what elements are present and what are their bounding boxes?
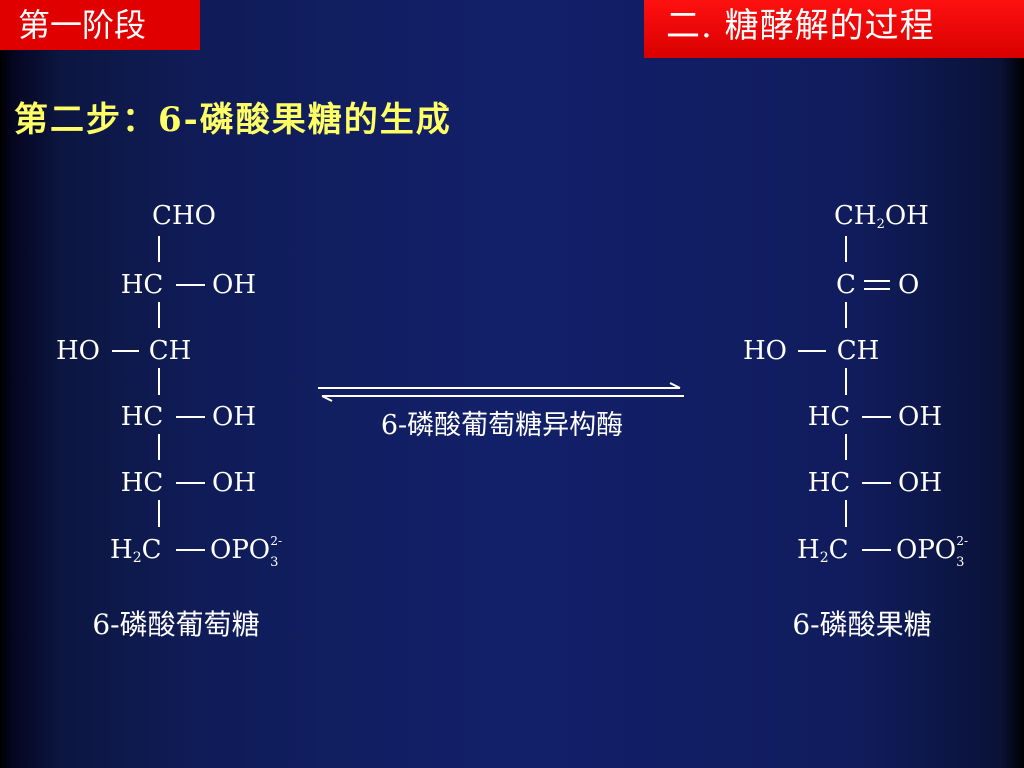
reactant-name: 6-磷酸葡萄糖 — [92, 608, 259, 641]
reactant-row5-right: OH — [212, 468, 256, 498]
enzyme-label: 6-磷酸葡萄糖异构酶 — [381, 410, 623, 441]
reactant-row3-center: CH — [149, 336, 192, 366]
product-row6-center: H2C — [797, 535, 849, 566]
product-row6-right: OPO32- — [896, 534, 968, 570]
product-row5-center: HC — [808, 468, 851, 498]
product-row1-center: CH2OH — [834, 201, 929, 232]
reactant-structure: CHO HC OH HO CH HC OH HC OH H2C OPO — [56, 201, 282, 570]
reactant-row5-center: HC — [121, 468, 164, 498]
section-label: 第一阶段 — [0, 0, 200, 50]
reactant-row6-center: H2C — [110, 535, 162, 566]
product-row4-center: HC — [808, 402, 851, 432]
product-row2-right: O — [898, 270, 919, 300]
product-row2-center: C — [836, 270, 856, 300]
reactant-row4-right: OH — [212, 402, 256, 432]
product-row3-left: HO — [743, 336, 787, 366]
product-row5-right: OH — [898, 468, 942, 498]
product-row3-center: CH — [837, 336, 880, 366]
product-row4-right: OH — [898, 402, 942, 432]
reactant-row4-center: HC — [121, 402, 164, 432]
product-structure: CH2OH C O HO CH HC OH HC OH H2C — [743, 201, 968, 570]
reactant-row6-right: OPO32- — [210, 534, 282, 570]
forward-arrow-head — [669, 382, 681, 389]
product-name: 6-磷酸果糖 — [792, 608, 931, 641]
reactant-row2-right: OH — [212, 270, 256, 300]
step-title: 第二步：6-磷酸果糖的生成 — [14, 100, 452, 140]
reactant-row1-center: CHO — [152, 201, 216, 231]
reverse-arrow-head — [321, 395, 333, 402]
reactant-row3-left: HO — [56, 336, 100, 366]
reactant-row2-center: HC — [121, 270, 164, 300]
topic-title: 二. 糖酵解的过程 — [644, 0, 1024, 58]
equilibrium-arrows — [318, 382, 684, 402]
